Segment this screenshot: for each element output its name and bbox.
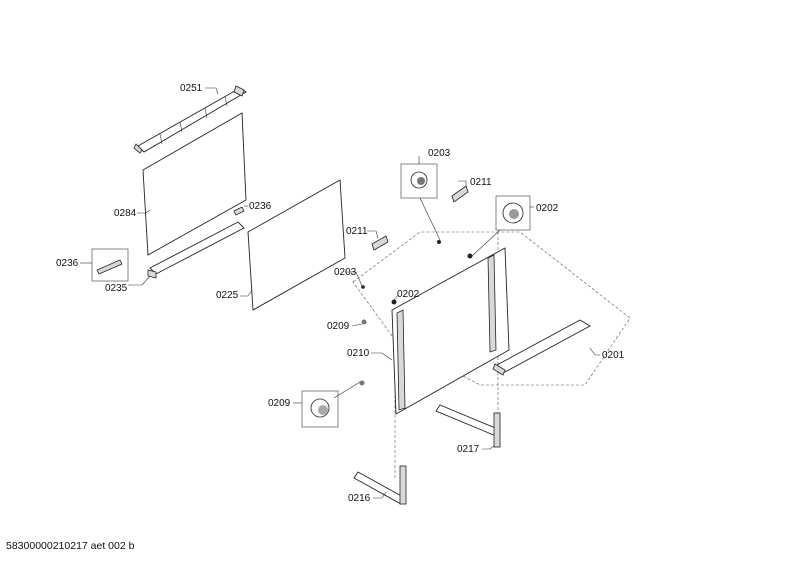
label-0202-right: 0202 — [536, 203, 559, 214]
part-0251-top-trim — [133, 85, 247, 154]
part-0202-knob-box — [471, 195, 531, 257]
part-0236-clip-box — [91, 248, 129, 282]
part-0217-hinge — [435, 404, 501, 448]
label-0211-top: 0211 — [470, 177, 492, 188]
part-0235-bottom-trim — [147, 221, 245, 279]
screw-0202-right — [467, 253, 473, 259]
label-0251: 0251 — [180, 83, 203, 94]
label-0236-right: 0236 — [249, 201, 272, 212]
part-0211-clip-top — [451, 185, 469, 203]
part-hinge-rail-right — [487, 254, 497, 353]
label-0203-left: 0203 — [334, 267, 357, 278]
part-0210-door-panel — [391, 247, 510, 415]
part-0216-hinge — [353, 465, 407, 505]
label-0209-upper: 0209 — [327, 321, 350, 332]
label-0284: 0284 — [114, 208, 137, 219]
label-0216: 0216 — [348, 493, 371, 504]
label-0236-left: 0236 — [56, 258, 79, 269]
label-0217: 0217 — [457, 444, 480, 455]
label-0203-top: 0203 — [428, 148, 451, 159]
part-0284-inner-glass — [142, 112, 247, 256]
part-0201-door-handle — [492, 319, 591, 376]
part-0209-knob-box — [301, 381, 361, 428]
screw-0209-lower — [359, 380, 365, 386]
door-assembly-outline — [352, 231, 631, 386]
part-0236-clip-right — [233, 206, 245, 216]
label-0209-lower: 0209 — [268, 398, 291, 409]
label-0225: 0225 — [216, 290, 239, 301]
screw-0209-upper — [361, 319, 367, 325]
label-0201: 0201 — [602, 350, 625, 361]
part-labels: 0251 0284 0236 0236 0235 0225 0203 0211 … — [56, 83, 625, 504]
leader-lines — [80, 87, 600, 499]
label-0211-left: 0211 — [346, 226, 368, 237]
label-0202-left: 0202 — [397, 289, 420, 300]
screw-0203-left — [361, 285, 365, 289]
drawing-code: 58300000210217 aet 002 b — [6, 540, 135, 552]
label-0210: 0210 — [347, 348, 370, 359]
label-0235: 0235 — [105, 283, 128, 294]
part-hinge-rail-left — [396, 309, 406, 411]
part-0211-clip-left — [371, 235, 389, 251]
screw-0203-top — [437, 240, 441, 244]
part-0225-glass-pane — [247, 179, 346, 311]
part-0203-bushing-box — [400, 163, 441, 241]
screw-0202-left — [391, 299, 397, 305]
